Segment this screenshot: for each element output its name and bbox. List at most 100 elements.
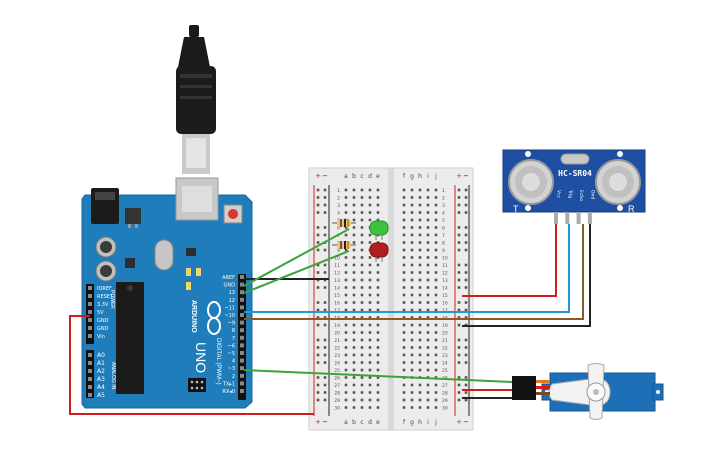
breadboard-hole[interactable] [402, 226, 406, 229]
breadboard-hole[interactable] [344, 196, 348, 199]
rail-hole[interactable] [316, 361, 320, 364]
rail-hole[interactable] [323, 196, 327, 199]
digital-pin[interactable] [240, 373, 244, 378]
breadboard-hole[interactable] [376, 218, 380, 222]
breadboard-hole[interactable] [434, 188, 438, 192]
breadboard-hole[interactable] [360, 211, 364, 214]
power-pin[interactable] [88, 310, 92, 314]
rail-hole[interactable] [457, 278, 461, 282]
breadboard-hole[interactable] [352, 308, 356, 312]
rail-hole[interactable] [464, 383, 468, 387]
breadboard-hole[interactable] [410, 218, 414, 222]
breadboard-hole[interactable] [426, 286, 430, 289]
rail-hole[interactable] [323, 308, 327, 312]
rail-hole[interactable] [457, 391, 461, 394]
digital-pin[interactable] [240, 313, 244, 317]
digital-pin[interactable] [240, 335, 244, 340]
breadboard-hole[interactable] [352, 286, 356, 289]
breadboard-hole[interactable] [368, 233, 372, 237]
breadboard-hole[interactable] [402, 263, 406, 267]
rail-hole[interactable] [464, 263, 468, 267]
rail-hole[interactable] [316, 248, 320, 252]
breadboard-hole[interactable] [376, 346, 380, 349]
breadboard-hole[interactable] [410, 346, 414, 349]
breadboard-hole[interactable] [352, 323, 356, 327]
breadboard-hole[interactable] [410, 331, 414, 334]
rail-hole[interactable] [316, 226, 320, 229]
analog-pin[interactable] [88, 353, 92, 357]
breadboard-hole[interactable] [368, 398, 372, 402]
breadboard-hole[interactable] [344, 361, 348, 364]
breadboard-hole[interactable] [434, 398, 438, 402]
breadboard-hole[interactable] [352, 256, 356, 259]
breadboard-hole[interactable] [368, 361, 372, 364]
breadboard-hole[interactable] [434, 346, 438, 349]
breadboard-hole[interactable] [434, 383, 438, 387]
rail-hole[interactable] [323, 226, 327, 229]
breadboard-hole[interactable] [418, 203, 422, 207]
breadboard-hole[interactable] [376, 406, 380, 409]
breadboard-hole[interactable] [368, 293, 372, 297]
breadboard-hole[interactable] [344, 376, 348, 379]
breadboard-hole[interactable] [360, 301, 364, 304]
digital-pin[interactable] [240, 320, 244, 325]
rail-hole[interactable] [316, 346, 320, 349]
rail-hole[interactable] [457, 233, 461, 237]
breadboard-hole[interactable] [402, 338, 406, 342]
breadboard-hole[interactable] [368, 353, 372, 357]
breadboard-hole[interactable] [426, 233, 430, 237]
breadboard-hole[interactable] [434, 323, 438, 327]
breadboard-hole[interactable] [368, 338, 372, 342]
breadboard-hole[interactable] [410, 293, 414, 297]
green-led[interactable] [369, 220, 389, 240]
breadboard-hole[interactable] [344, 353, 348, 357]
rail-hole[interactable] [323, 398, 327, 402]
breadboard-hole[interactable] [434, 278, 438, 282]
breadboard-hole[interactable] [344, 383, 348, 387]
power-pin[interactable] [88, 302, 92, 306]
breadboard-hole[interactable] [402, 286, 406, 289]
breadboard-hole[interactable] [418, 308, 422, 312]
wire-sensor-gnd[interactable] [462, 224, 591, 327]
breadboard-hole[interactable] [368, 278, 372, 282]
breadboard-hole[interactable] [434, 406, 438, 409]
breadboard-hole[interactable] [418, 271, 422, 274]
rail-hole[interactable] [464, 241, 468, 244]
breadboard-hole[interactable] [402, 256, 406, 259]
breadboard-hole[interactable] [368, 316, 372, 319]
breadboard-hole[interactable] [410, 188, 414, 192]
breadboard-hole[interactable] [402, 203, 406, 207]
breadboard-hole[interactable] [418, 391, 422, 394]
rail-hole[interactable] [464, 308, 468, 312]
breadboard-hole[interactable] [410, 323, 414, 327]
rail-hole[interactable] [323, 346, 327, 349]
rail-hole[interactable] [464, 376, 468, 379]
breadboard-hole[interactable] [402, 241, 406, 244]
breadboard-hole[interactable] [368, 406, 372, 409]
breadboard-hole[interactable] [352, 361, 356, 364]
rail-hole[interactable] [316, 383, 320, 387]
breadboard-hole[interactable] [434, 218, 438, 222]
wire-pin9[interactable] [244, 224, 584, 320]
rail-hole[interactable] [457, 338, 461, 342]
breadboard-hole[interactable] [434, 248, 438, 252]
breadboard-hole[interactable] [376, 203, 380, 207]
breadboard-hole[interactable] [402, 323, 406, 327]
breadboard-hole[interactable] [410, 211, 414, 214]
analog-pin[interactable] [88, 385, 92, 389]
breadboard-hole[interactable] [376, 398, 380, 402]
breadboard-hole[interactable] [402, 218, 406, 222]
breadboard-hole[interactable] [418, 188, 422, 192]
breadboard-hole[interactable] [402, 383, 406, 387]
rail-hole[interactable] [316, 323, 320, 327]
breadboard-hole[interactable] [402, 398, 406, 402]
rail-hole[interactable] [316, 233, 320, 237]
breadboard-hole[interactable] [410, 383, 414, 387]
breadboard-hole[interactable] [360, 331, 364, 334]
breadboard-hole[interactable] [352, 301, 356, 304]
breadboard-hole[interactable] [360, 323, 364, 327]
breadboard-hole[interactable] [418, 211, 422, 214]
rail-hole[interactable] [316, 353, 320, 357]
breadboard-hole[interactable] [368, 263, 372, 267]
rail-hole[interactable] [464, 346, 468, 349]
